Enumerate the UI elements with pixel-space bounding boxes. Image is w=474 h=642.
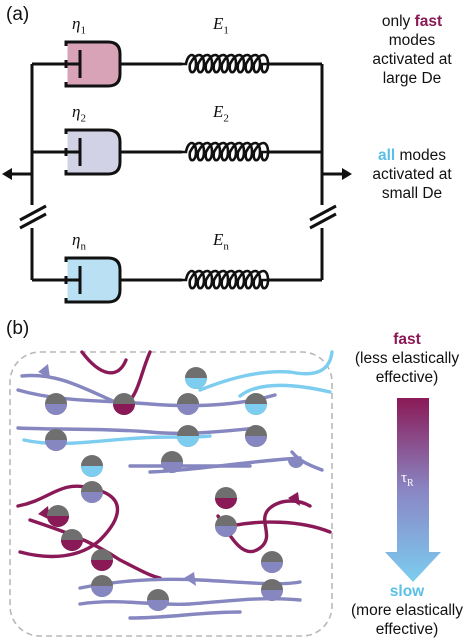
note-fast-modes: only fast modes activated at large De xyxy=(372,13,452,87)
spring-2 xyxy=(182,141,270,162)
spring-n xyxy=(182,269,270,290)
e-2-label: E2 xyxy=(213,102,229,125)
crosslinker-bead xyxy=(45,393,67,415)
crosslinker-bead xyxy=(177,425,199,447)
crosslinker-bead xyxy=(215,515,237,537)
crosslinker-beads xyxy=(45,367,283,611)
crosslinker-bead xyxy=(81,481,103,503)
eta-n-label: ηn xyxy=(72,230,86,253)
panel-a-label: (a) xyxy=(6,4,30,25)
crosslinker-bead xyxy=(161,451,183,473)
eta-1-label: η1 xyxy=(72,14,86,37)
crosslinker-bead xyxy=(47,505,69,527)
crosslinker-bead xyxy=(261,551,283,573)
e-n-label: En xyxy=(213,230,229,253)
fast-label: fast xyxy=(393,331,421,348)
crosslinker-bead xyxy=(185,367,207,389)
fast-description: fast (less elastically effective) xyxy=(340,330,474,387)
note-all-modes: all modes activated at small De xyxy=(372,147,452,202)
crosslinker-bead xyxy=(245,393,267,415)
crosslinker-bead xyxy=(147,589,169,611)
left-arrow-icon xyxy=(2,168,12,180)
slow-label: slow xyxy=(389,583,425,600)
crosslinker-bead xyxy=(177,393,199,415)
eta-2-label: η2 xyxy=(72,102,86,125)
crosslinker-bead xyxy=(113,393,135,415)
right-arrow-icon xyxy=(342,168,352,180)
all-keyword: all xyxy=(377,147,396,164)
fast-keyword: fast xyxy=(414,13,443,30)
chain-end-caps xyxy=(38,364,304,586)
network-box xyxy=(9,351,333,637)
tau-r-label: τR xyxy=(401,470,414,489)
crosslinker-bead xyxy=(261,579,283,601)
panel-b-label: (b) xyxy=(6,318,30,339)
crosslinker-bead xyxy=(245,425,267,447)
crosslinker-bead xyxy=(215,487,237,509)
slow-description: slow (more elastically effective) xyxy=(340,582,474,639)
crosslinker-bead xyxy=(81,455,103,477)
crosslinker-bead xyxy=(45,429,67,451)
polymer-chains xyxy=(16,350,334,620)
crosslinker-bead xyxy=(61,529,83,551)
tau-gradient-arrow xyxy=(385,398,441,582)
crosslinker-bead xyxy=(91,575,113,597)
spring-1 xyxy=(182,53,270,74)
crosslinker-bead xyxy=(91,549,113,571)
e-1-label: E1 xyxy=(213,14,229,37)
